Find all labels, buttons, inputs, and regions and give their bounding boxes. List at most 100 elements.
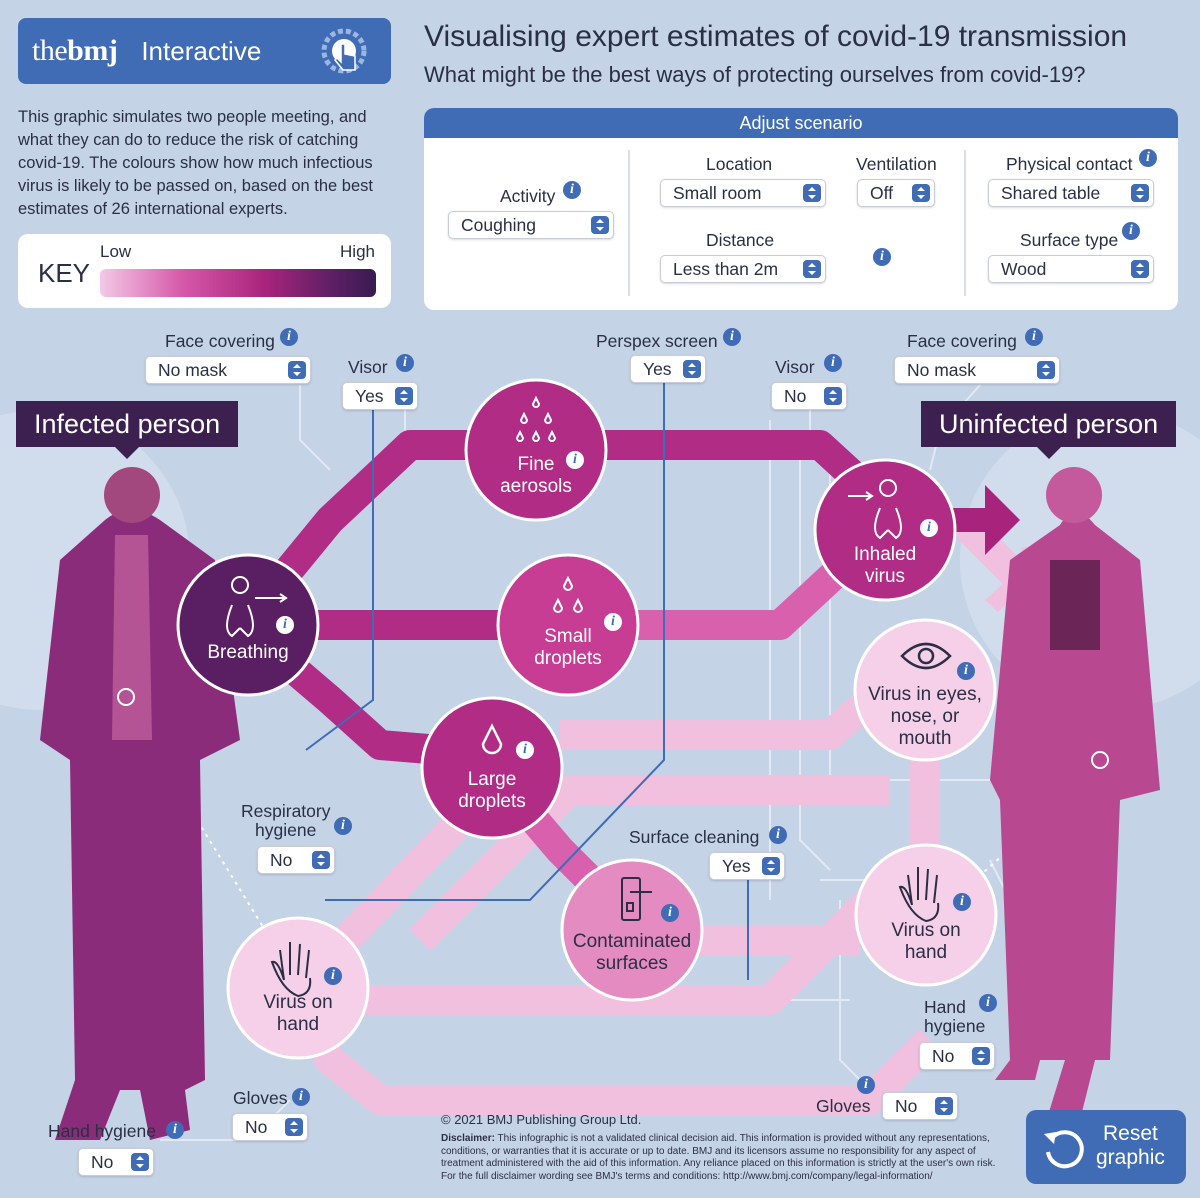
surface-cleaning-select[interactable]: Yes: [709, 852, 785, 880]
info-icon[interactable]: i: [824, 354, 842, 372]
info-icon[interactable]: i: [563, 181, 581, 199]
node-virus-on-hand-right[interactable]: [854, 843, 998, 987]
risk-key: KEY Low High: [18, 234, 391, 308]
updown-arrows-icon: [1131, 184, 1149, 202]
brand-product: Interactive: [141, 35, 262, 66]
page-title: Visualising expert estimates of covid-19…: [424, 20, 1128, 53]
uninfected-person-tag: Uninfected person: [921, 401, 1177, 459]
updown-arrows-icon: [935, 1097, 953, 1115]
visor-right-select[interactable]: No: [771, 382, 847, 410]
info-icon[interactable]: i: [953, 893, 971, 911]
gloves-left-select[interactable]: No: [232, 1113, 308, 1141]
hand-hygiene-right-label: hygiene: [924, 1016, 986, 1036]
surface-cleaning-label: Surface cleaning: [629, 827, 760, 847]
updown-arrows-icon: [312, 851, 330, 869]
intro-text: This graphic simulates two people meetin…: [18, 108, 373, 218]
node-large-droplets[interactable]: [420, 696, 564, 840]
info-icon[interactable]: i: [957, 662, 975, 680]
updown-arrows-icon: [288, 361, 306, 379]
ventilation-select[interactable]: Off: [857, 179, 935, 207]
info-icon[interactable]: i: [723, 328, 741, 346]
updown-arrows-icon: [131, 1153, 149, 1171]
activity-label: Activity: [500, 186, 556, 206]
disclaimer: Disclaimer: This infographic is not a va…: [441, 1133, 996, 1182]
small-droplets-icon: [552, 575, 584, 613]
info-icon[interactable]: i: [566, 451, 584, 469]
panel-divider: [628, 150, 630, 296]
node-small-droplets[interactable]: [496, 553, 640, 697]
info-icon[interactable]: i: [1139, 149, 1157, 167]
info-icon[interactable]: i: [516, 741, 534, 759]
perspex-screen-label: Perspex screen: [596, 331, 718, 351]
uninfected-person-figure: [990, 467, 1160, 1125]
info-icon[interactable]: i: [661, 904, 679, 922]
info-icon[interactable]: i: [604, 613, 622, 631]
respiratory-hygiene-label: hygiene: [255, 820, 317, 840]
face-covering-left-select[interactable]: No mask: [145, 356, 311, 384]
breathing-label: Breathing: [207, 642, 289, 663]
gloves-right-select[interactable]: No: [882, 1092, 958, 1120]
respiratory-hygiene-select[interactable]: No: [257, 846, 335, 874]
distance-label: Distance: [706, 230, 775, 250]
distance-select[interactable]: Less than 2m: [660, 255, 826, 283]
node-virus-on-hand-left[interactable]: [226, 916, 370, 1060]
info-icon[interactable]: i: [324, 967, 342, 985]
location-select[interactable]: Small room: [660, 179, 826, 207]
hand-hygiene-left-select[interactable]: No: [78, 1148, 154, 1176]
face-covering-left-label: Face covering: [165, 331, 275, 351]
info-icon[interactable]: i: [1122, 222, 1140, 240]
info-icon[interactable]: i: [857, 1076, 875, 1094]
info-icon[interactable]: i: [166, 1121, 184, 1139]
updown-arrows-icon: [591, 216, 609, 234]
infected-hand-point: [117, 688, 135, 706]
physical-contact-select[interactable]: Shared table: [988, 179, 1154, 207]
node-contaminated-surfaces[interactable]: [560, 858, 704, 1002]
gloves-left-label: Gloves: [233, 1088, 288, 1108]
updown-arrows-icon: [285, 1118, 303, 1136]
info-icon[interactable]: i: [276, 616, 294, 634]
info-icon[interactable]: i: [292, 1088, 310, 1106]
node-virus-in-eyes[interactable]: [853, 618, 997, 762]
updown-arrows-icon: [1037, 361, 1055, 379]
perspex-screen-select[interactable]: Yes: [630, 355, 706, 383]
key-gradient-bar: [100, 269, 376, 297]
updown-arrows-icon: [912, 184, 930, 202]
physical-contact-label: Physical contact: [1006, 154, 1133, 174]
info-icon[interactable]: i: [979, 994, 997, 1012]
updown-arrows-icon: [803, 260, 821, 278]
touch-hand-icon: [321, 28, 367, 74]
info-icon[interactable]: i: [1025, 328, 1043, 346]
control-lines: [305, 380, 749, 980]
updown-arrows-icon: [972, 1047, 990, 1065]
info-icon[interactable]: i: [873, 248, 891, 266]
hand-right-icon: [898, 867, 940, 923]
info-icon[interactable]: i: [920, 519, 938, 537]
updown-arrows-icon: [762, 857, 780, 875]
info-icon[interactable]: i: [280, 328, 298, 346]
face-covering-right-select[interactable]: No mask: [894, 356, 1060, 384]
info-icon[interactable]: i: [769, 826, 787, 844]
visor-left-select[interactable]: Yes: [342, 382, 418, 410]
hand-hygiene-right-label: Hand: [924, 997, 966, 1017]
key-low-label: Low: [100, 242, 132, 261]
node-fine-aerosols[interactable]: [464, 378, 608, 522]
large-droplet-icon: [481, 723, 503, 755]
updown-arrows-icon: [824, 387, 842, 405]
bmj-interactive-brand: thebmj Interactive: [18, 18, 391, 84]
info-icon[interactable]: i: [334, 817, 352, 835]
panel-divider: [964, 150, 966, 296]
surface-type-select[interactable]: Wood: [988, 255, 1154, 283]
hand-hygiene-right-select[interactable]: No: [919, 1042, 995, 1070]
aerosol-drops-icon: [515, 395, 557, 442]
visor-right-label: Visor: [775, 357, 815, 377]
updown-arrows-icon: [683, 360, 701, 378]
activity-select[interactable]: Coughing: [448, 211, 614, 239]
info-icon[interactable]: i: [396, 354, 414, 372]
node-breathing[interactable]: [176, 553, 320, 697]
